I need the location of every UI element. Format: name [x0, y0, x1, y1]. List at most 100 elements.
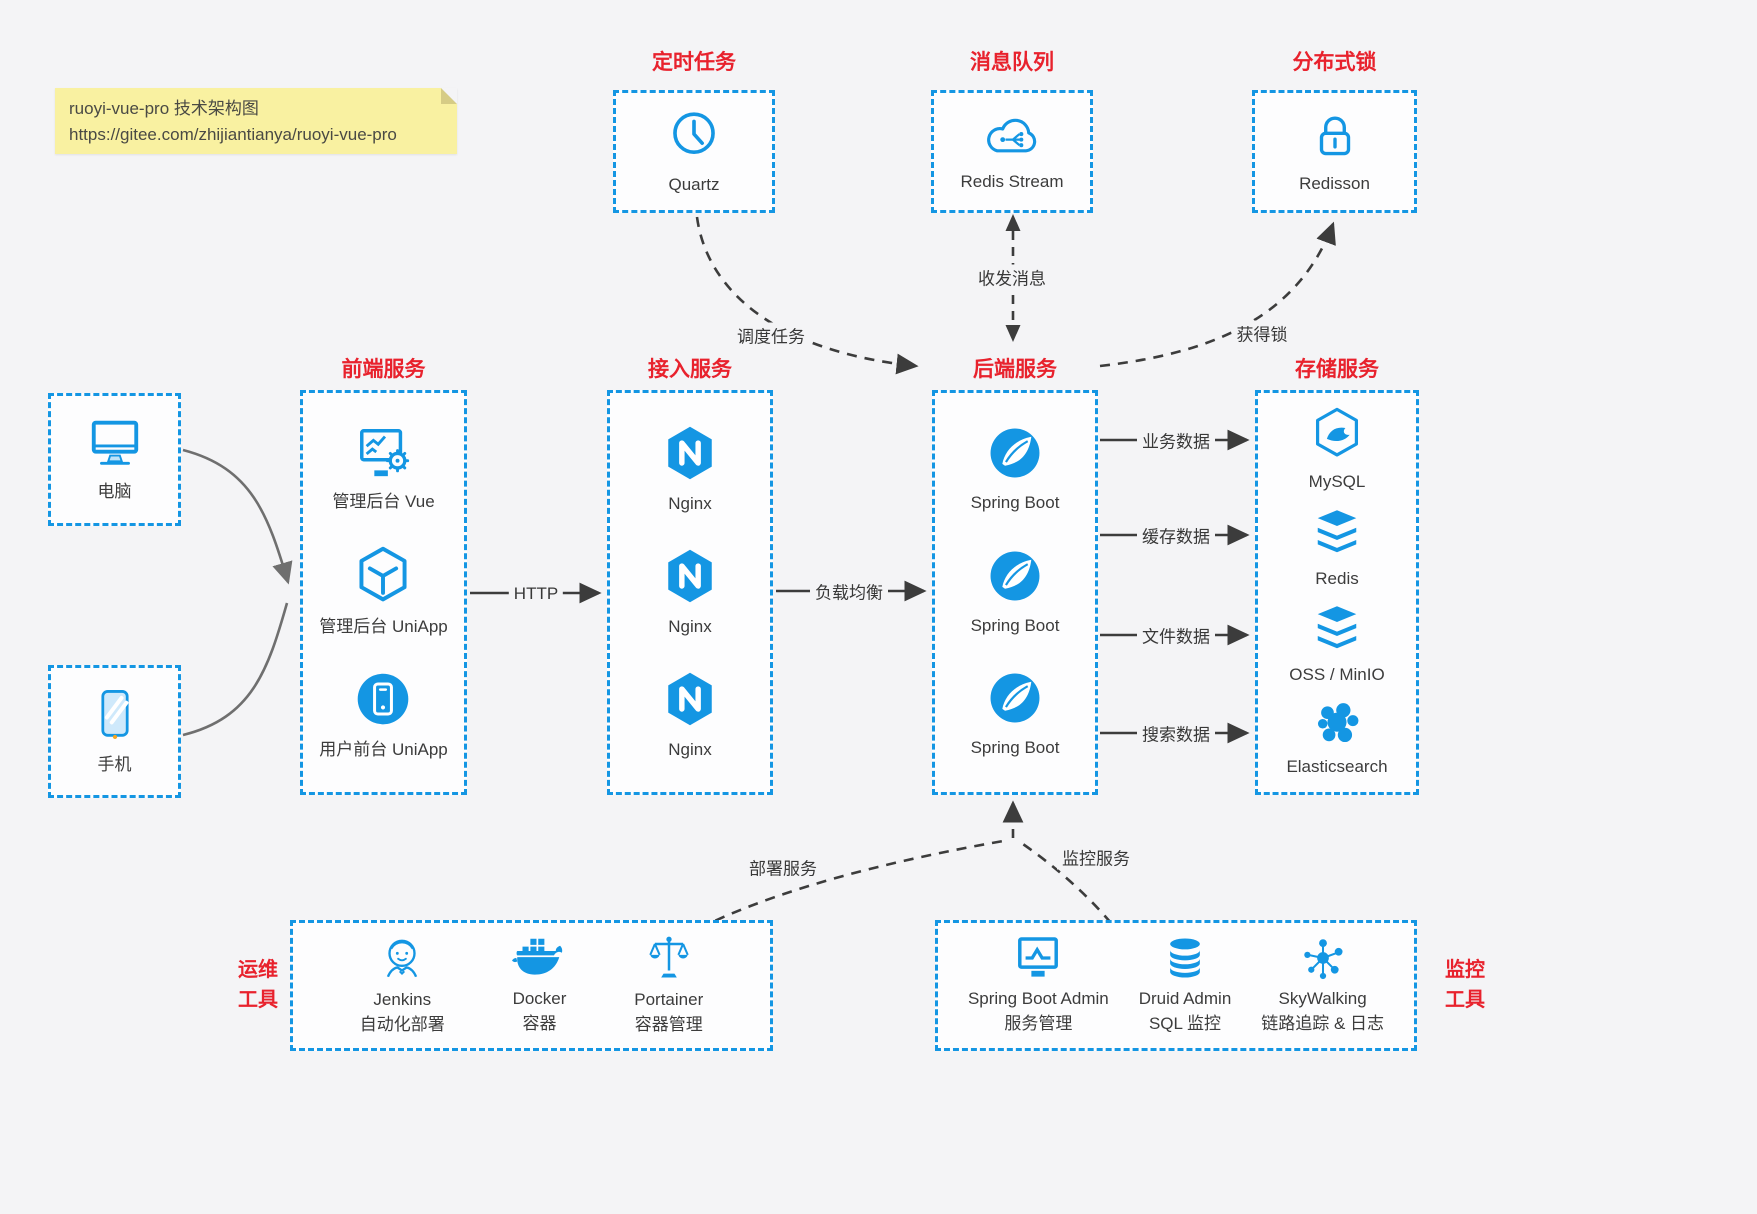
node-label-line1: Spring Boot Admin	[967, 989, 1109, 1009]
title-ops-tools: 运维 工具	[230, 955, 286, 1015]
node-label: Redis	[1315, 568, 1359, 588]
node-label: 管理后台 UniApp	[319, 616, 448, 636]
node-admin-vue: 管理后台 Vue	[332, 423, 435, 515]
node-label: Redisson	[1299, 173, 1370, 193]
label-cache-data: 缓存数据	[1137, 522, 1215, 548]
node-label: MySQL	[1308, 472, 1366, 492]
spring-icon	[990, 428, 1040, 478]
node-label: Portainer 容器管理	[634, 988, 703, 1037]
cloud-hub-icon	[987, 118, 1037, 153]
node-label: OSS / MinIO	[1289, 664, 1385, 684]
node-label-line1: Docker	[512, 989, 567, 1009]
mobile-icon	[100, 689, 129, 739]
edge-msg-arrow-down	[1005, 325, 1021, 342]
label-search-data: 搜索数据	[1137, 720, 1215, 746]
label-monitor-service: 监控服务	[1057, 844, 1135, 870]
node-label-line2: SQL 监控	[1148, 1014, 1222, 1033]
node-label-line2: 链路追踪 & 日志	[1261, 1014, 1385, 1033]
title-backend: 后端服务	[973, 358, 1057, 381]
node-user-uniapp: 用户前台 UniApp	[319, 669, 448, 763]
nginx-icon	[668, 426, 712, 479]
node-elasticsearch: Elasticsearch	[1286, 700, 1388, 780]
scales-icon	[649, 936, 689, 978]
user-app-icon	[358, 673, 409, 725]
uniapp-cube-icon	[359, 546, 408, 602]
node-label: 手机	[97, 754, 132, 774]
edge-phone-frontend	[182, 602, 289, 737]
network-icon	[1303, 939, 1343, 980]
node-label-line1: SkyWalking	[1278, 989, 1367, 1009]
node-oss-minio: OSS / MinIO	[1289, 604, 1385, 688]
box-redis-stream: Redis Stream	[931, 90, 1093, 213]
node-springboot-2: Spring Boot	[971, 547, 1059, 639]
node-label: 电脑	[97, 481, 132, 501]
mysql-icon	[1315, 408, 1359, 458]
node-label-line1: Portainer	[634, 990, 704, 1010]
box-storage: MySQL Redis OSS / MinIO	[1255, 390, 1419, 795]
node-nginx-1: Nginx	[661, 423, 719, 517]
jenkins-icon	[387, 940, 418, 978]
nginx-icon	[668, 672, 712, 726]
sticky-note: ruoyi-vue-pro 技术架构图 https://gitee.com/zh…	[55, 88, 457, 154]
spring-icon	[990, 551, 1040, 601]
node-label-line2: 容器	[522, 1014, 557, 1033]
elasticsearch-icon	[1317, 703, 1359, 742]
title-storage: 存储服务	[1295, 358, 1379, 381]
title-monitor-line2: 工具	[1445, 989, 1485, 1011]
admin-vue-icon	[359, 428, 409, 476]
node-label-line1: Druid Admin	[1138, 989, 1232, 1009]
title-gateway: 接入服务	[648, 358, 732, 381]
label-load-balance: 负载均衡	[810, 578, 888, 604]
box-redisson: Redisson	[1252, 90, 1417, 213]
title-ops-line2: 工具	[238, 989, 278, 1011]
node-admin-uniapp: 管理后台 UniApp	[319, 544, 448, 640]
node-label-line2: 服务管理	[1004, 1014, 1073, 1033]
node-label: Spring Boot	[970, 738, 1060, 758]
desktop-icon	[91, 420, 138, 465]
note-title: ruoyi-vue-pro 技术架构图	[69, 99, 259, 118]
node-label: Spring Boot Admin 服务管理	[968, 987, 1109, 1036]
node-redis-stream: Redis Stream	[960, 109, 1064, 195]
edge-acquire-lock	[1099, 221, 1336, 368]
label-deploy-service: 部署服务	[744, 854, 822, 880]
node-label: Redis Stream	[960, 171, 1064, 191]
node-docker: Docker 容器	[511, 934, 568, 1036]
note-url: https://gitee.com/zhijiantianya/ruoyi-vu…	[69, 124, 397, 144]
title-distributed-lock: 分布式锁	[1292, 51, 1377, 74]
node-springboot-1: Spring Boot	[970, 424, 1060, 516]
label-http: HTTP	[508, 584, 564, 604]
box-quartz: Quartz	[613, 90, 775, 213]
edge-pc-frontend	[182, 448, 293, 585]
label-file-data: 文件数据	[1137, 622, 1215, 648]
title-schedule-task: 定时任务	[652, 51, 736, 74]
title-message-queue: 消息队列	[970, 51, 1054, 74]
node-springboot-3: Spring Boot	[970, 669, 1060, 761]
title-frontend: 前端服务	[341, 358, 426, 381]
edge-msg-arrow-up	[1005, 214, 1021, 231]
title-monitor-line1: 监控	[1445, 959, 1485, 981]
node-label: Quartz	[668, 174, 720, 194]
box-gateway: Nginx Nginx Nginx	[607, 390, 773, 795]
box-phone-client: 手机	[48, 665, 181, 798]
node-label-line1: Jenkins	[373, 990, 432, 1010]
label-business-data: 业务数据	[1137, 427, 1215, 453]
node-label: 用户前台 UniApp	[319, 739, 448, 759]
node-label: Spring Boot	[970, 493, 1060, 513]
node-label-line2: 自动化部署	[359, 1015, 445, 1034]
spring-icon	[990, 673, 1040, 723]
label-send-receive-msg: 收发消息	[973, 264, 1051, 290]
node-redisson: Redisson	[1299, 107, 1370, 197]
node-label-line2: 容器管理	[634, 1015, 703, 1034]
oss-stack-icon	[1317, 605, 1357, 648]
node-nginx-3: Nginx	[661, 669, 719, 763]
note-fold-corner	[441, 88, 457, 104]
label-acquire-lock: 获得锁	[1231, 320, 1293, 346]
node-springboot-admin: Spring Boot Admin 服务管理	[968, 934, 1109, 1036]
node-redis: Redis	[1309, 508, 1365, 592]
box-pc-client: 电脑	[48, 393, 181, 526]
node-jenkins: Jenkins 自动化部署	[360, 933, 445, 1037]
